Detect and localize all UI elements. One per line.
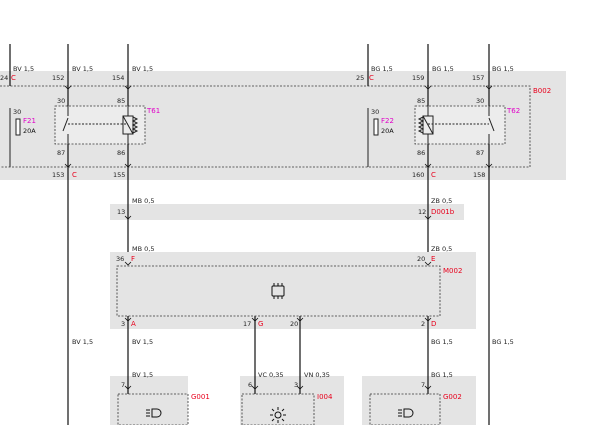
wire-label: BG 1,5: [431, 371, 453, 379]
pin-number: 6: [248, 381, 252, 389]
wire-label: VN 0,35: [304, 371, 330, 379]
pin-number: 158: [473, 171, 485, 179]
wire-label: MB 0,5: [132, 197, 154, 205]
component-label: I004: [317, 393, 333, 401]
connector-letter: C: [369, 74, 374, 82]
wire-label: BV 1,5: [72, 65, 93, 73]
module-m002-box: [116, 265, 441, 317]
pin-number: 152: [52, 74, 64, 82]
pin-number: 20: [290, 320, 298, 328]
relay-t61-internals: [62, 106, 139, 144]
pin-number: 159: [412, 74, 424, 82]
headlight-icon: [146, 408, 162, 418]
pin-number: 36: [116, 255, 124, 263]
connector-letter: A: [131, 320, 136, 328]
wire-label: BV 1,5: [72, 338, 93, 346]
pin-number: 12: [418, 208, 426, 216]
pin-number: 30: [13, 108, 21, 116]
wire-label: VC 0,35: [258, 371, 284, 379]
wire-label: BG 1,5: [492, 338, 514, 346]
pin-number: 85: [417, 97, 425, 105]
warning-light-icon: [270, 407, 286, 423]
wire-label: BG 1,5: [492, 65, 514, 73]
component-label: T62: [506, 107, 520, 115]
wire-label: BV 1,5: [132, 65, 153, 73]
relay-t61: [54, 105, 146, 145]
wires: [9, 44, 490, 425]
block-i004: [240, 376, 344, 425]
block-g002: [362, 376, 476, 425]
lamp-i004-box: [241, 393, 315, 426]
wire-label: BG 1,5: [431, 338, 453, 346]
wire-label: ZB 0,5: [431, 197, 452, 205]
wire-label: BV 1,5: [132, 371, 153, 379]
pin-number: 85: [117, 97, 125, 105]
chip-icon: [271, 283, 285, 299]
connector-letter: G: [258, 320, 263, 328]
fuse-f22: [373, 118, 379, 136]
pin-ticks: [64, 85, 493, 390]
pin-number: 30: [57, 97, 65, 105]
block-d001b: [110, 204, 464, 220]
block-m002: [110, 252, 476, 329]
wire-label: BV 1,5: [13, 65, 34, 73]
wire-label: BG 1,5: [371, 65, 393, 73]
wire-label: BV 1,5: [132, 338, 153, 346]
pin-number: 13: [117, 208, 125, 216]
wire-label: BG 1,5: [432, 65, 454, 73]
pin-number: 160: [412, 171, 424, 179]
component-label: D001b: [431, 208, 455, 216]
pin-number: 153: [52, 171, 64, 179]
pin-number: 157: [472, 74, 484, 82]
fuse-rating: 20A: [381, 127, 394, 135]
component-label: B002: [533, 87, 551, 95]
wire-label: ZB 0,5: [431, 245, 452, 253]
pin-number: 7: [121, 381, 125, 389]
pin-number: 24: [0, 74, 8, 82]
wire-label: MB 0,5: [132, 245, 154, 253]
connector-letter: C: [72, 171, 77, 179]
pin-number: 87: [476, 149, 484, 157]
pin-number: 86: [117, 149, 125, 157]
fuse-rating: 20A: [23, 127, 36, 135]
pin-number: 3: [294, 381, 298, 389]
block-g001: [110, 376, 188, 425]
connector-letter: E: [431, 255, 435, 263]
component-label: F21: [23, 117, 36, 125]
component-label: T61: [146, 107, 160, 115]
connector-letter: F: [131, 255, 135, 263]
pin-number: 87: [57, 149, 65, 157]
lamp-g002-box: [369, 393, 441, 426]
connector-letter: D: [431, 320, 436, 328]
pin-number: 155: [113, 171, 125, 179]
pin-number: 86: [417, 149, 425, 157]
component-label: G002: [443, 393, 462, 401]
component-label: M002: [443, 267, 462, 275]
pin-number: 30: [371, 108, 379, 116]
relay-t62: [414, 105, 506, 145]
component-label: G001: [191, 393, 210, 401]
component-label: F22: [381, 117, 394, 125]
pin-number: 7: [421, 381, 425, 389]
pin-number: 2: [421, 320, 425, 328]
pin-number: 25: [356, 74, 364, 82]
pin-number: 20: [417, 255, 425, 263]
connector-letter: C: [431, 171, 436, 179]
fuse-f21: [15, 118, 21, 136]
lamp-g001-box: [117, 393, 189, 426]
relay-t62-internals: [417, 106, 495, 144]
headlight-icon: [398, 408, 414, 418]
b002-border: [0, 85, 531, 168]
pin-number: 154: [112, 74, 124, 82]
connector-letter: C: [11, 74, 16, 82]
pin-number: 17: [243, 320, 251, 328]
pin-number: 30: [476, 97, 484, 105]
pin-number: 3: [121, 320, 125, 328]
